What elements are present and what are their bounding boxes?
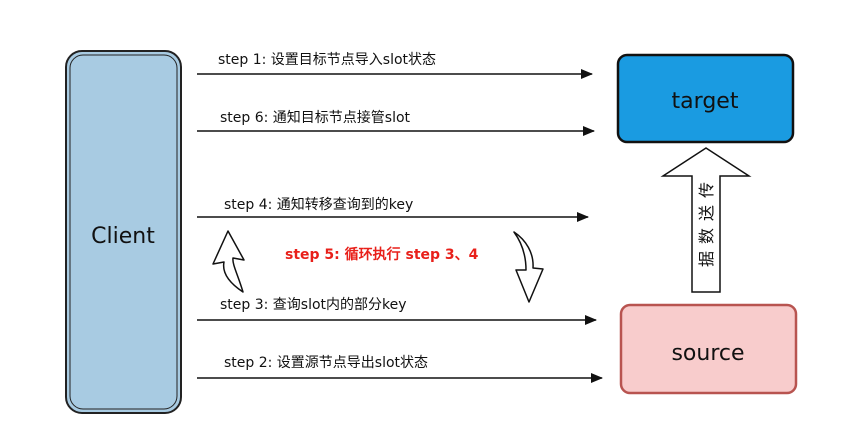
step4-label: step 4: 通知转移查询到的key: [224, 196, 413, 213]
loop-up-arrow: [212, 230, 245, 293]
transfer-arrow: [660, 147, 752, 293]
loop-down-arrow: [513, 231, 544, 303]
target-node: target: [616, 53, 795, 144]
step2-label: step 2: 设置源节点导出slot状态: [224, 355, 428, 371]
transfer-char-2: 送: [697, 205, 716, 221]
source-label: source: [671, 341, 744, 366]
transfer-char-3: 数: [697, 228, 716, 244]
client-node: Client: [65, 50, 182, 414]
transfer-char-1: 传: [697, 182, 716, 198]
step5-label: step 5: 循环执行 step 3、4: [285, 246, 479, 263]
target-label: target: [672, 89, 739, 114]
step1-label: step 1: 设置目标节点导入slot状态: [218, 52, 436, 68]
step6-label: step 6: 通知目标节点接管slot: [220, 109, 411, 126]
client-label: Client: [91, 224, 155, 249]
source-node: source: [619, 303, 798, 395]
transfer-char-4: 据: [697, 251, 716, 267]
step3-label: step 3: 查询slot内的部分key: [220, 297, 407, 313]
